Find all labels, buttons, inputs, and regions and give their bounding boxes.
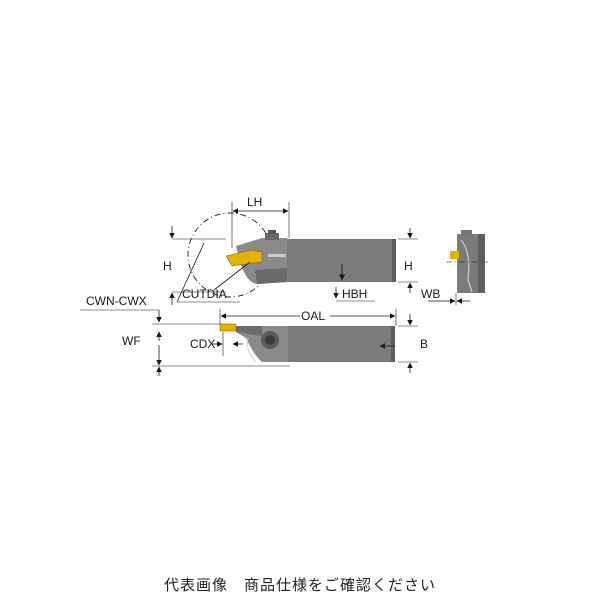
end-view-side-shade xyxy=(478,234,485,293)
side-view xyxy=(187,212,396,298)
insert-screw-mark xyxy=(268,254,286,257)
dim-oal: OAL xyxy=(219,309,397,326)
dim-h-right: H xyxy=(398,228,418,293)
label-h-left: H xyxy=(163,259,172,273)
screw-plan-inner xyxy=(265,335,275,345)
end-view-screw xyxy=(461,230,472,236)
insert-blade xyxy=(225,249,263,267)
label-wf: WF xyxy=(122,334,141,348)
dim-hbh: HBH xyxy=(333,287,375,302)
end-view-head-curve xyxy=(460,239,473,293)
insert-plan xyxy=(219,323,237,332)
shank-end-face xyxy=(392,239,396,282)
dim-lh: LH xyxy=(231,195,290,248)
label-cdx: CDX xyxy=(190,337,215,351)
label-oal: OAL xyxy=(301,309,325,323)
shank-plan-end xyxy=(391,326,395,362)
head-shadow xyxy=(255,268,287,284)
clamp-screw xyxy=(265,233,279,240)
caption-representative-image: 代表画像 商品仕様をご確認ください xyxy=(163,576,436,594)
dim-cwn-cwx: CWN-CWX xyxy=(80,294,162,341)
shank-side xyxy=(287,239,395,282)
plan-view xyxy=(219,323,395,363)
label-hbh: HBH xyxy=(342,287,367,301)
label-cutdia: CUTDIA xyxy=(182,287,227,301)
end-view-insert xyxy=(450,251,459,259)
head-plan-dark xyxy=(236,326,262,336)
dim-cutdia: CUTDIA xyxy=(176,242,251,303)
clamp-screw-head xyxy=(268,230,276,234)
label-cwn-cwx: CWN-CWX xyxy=(86,294,147,308)
dim-wb: WB xyxy=(421,287,470,305)
label-wb: WB xyxy=(421,287,440,301)
label-b: B xyxy=(420,337,428,351)
label-h-right: H xyxy=(404,259,413,273)
dim-cdx: CDX xyxy=(190,332,243,356)
label-lh: LH xyxy=(247,195,262,209)
dim-h-left: H xyxy=(163,226,226,305)
dim-wf: WF xyxy=(122,323,290,376)
dim-b: B xyxy=(398,314,428,373)
shank-plan xyxy=(288,326,395,362)
end-view xyxy=(446,230,488,293)
